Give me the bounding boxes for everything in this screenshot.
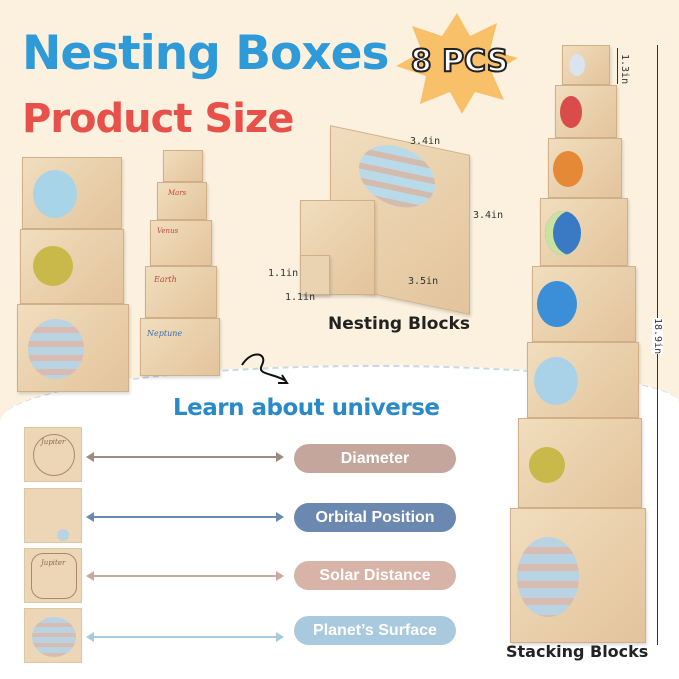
stack-block	[163, 150, 203, 182]
learn-heading: Learn about universe	[173, 395, 440, 421]
double-arrow-icon	[86, 512, 284, 522]
dim-tower-height: 18.9in	[652, 318, 663, 355]
dim-top-width: 3.4in	[410, 136, 441, 147]
tower-block	[518, 418, 642, 508]
stack-block	[22, 157, 122, 229]
stack-block: Earth	[145, 266, 217, 318]
curly-arrow-icon	[241, 353, 289, 384]
stack-block: Venus	[150, 220, 212, 266]
smallest-box	[300, 255, 330, 295]
thumb-distance: Jupiter	[24, 548, 82, 603]
starburst-badge-icon	[396, 13, 518, 114]
tower-block	[540, 198, 628, 266]
nesting-blocks-caption: Nesting Blocks	[328, 314, 470, 334]
stacking-blocks-caption: Stacking Blocks	[506, 642, 649, 661]
stack-block: Mars	[157, 182, 207, 220]
feature-pill-planet-surface: Planet’s Surface	[294, 616, 456, 645]
tower-block	[527, 342, 639, 418]
tower-block	[548, 138, 622, 198]
thumb-orbital	[24, 488, 82, 543]
double-arrow-icon	[86, 571, 284, 581]
stack-block	[20, 229, 124, 304]
feature-pill-diameter: Diameter	[294, 444, 456, 473]
stack-block: Neptune	[140, 318, 220, 376]
page-title: Nesting Boxes	[22, 26, 390, 81]
stack-block	[17, 304, 129, 392]
feature-pill-solar-distance: Solar Distance	[294, 561, 456, 590]
thumb-diameter: Jupiter	[24, 427, 82, 482]
tower-block	[562, 45, 610, 85]
feature-pill-orbital-position: Orbital Position	[294, 503, 456, 532]
dim-small-height: 1.1in	[268, 268, 299, 279]
tower-block	[555, 85, 617, 138]
dim-depth: 3.5in	[408, 276, 439, 287]
double-arrow-icon	[86, 632, 284, 642]
tower-block	[510, 508, 646, 643]
dim-height: 3.4in	[473, 210, 504, 221]
tower-block	[532, 266, 636, 342]
pieces-count-badge: 8 PCS	[410, 43, 510, 80]
dim-line	[617, 48, 618, 84]
dim-small-cube: 1.3in	[619, 54, 630, 85]
double-arrow-icon	[86, 452, 284, 462]
dim-small-width: 1.1in	[285, 292, 316, 303]
thumb-surface	[24, 608, 82, 663]
page-subtitle: Product Size	[22, 96, 294, 142]
